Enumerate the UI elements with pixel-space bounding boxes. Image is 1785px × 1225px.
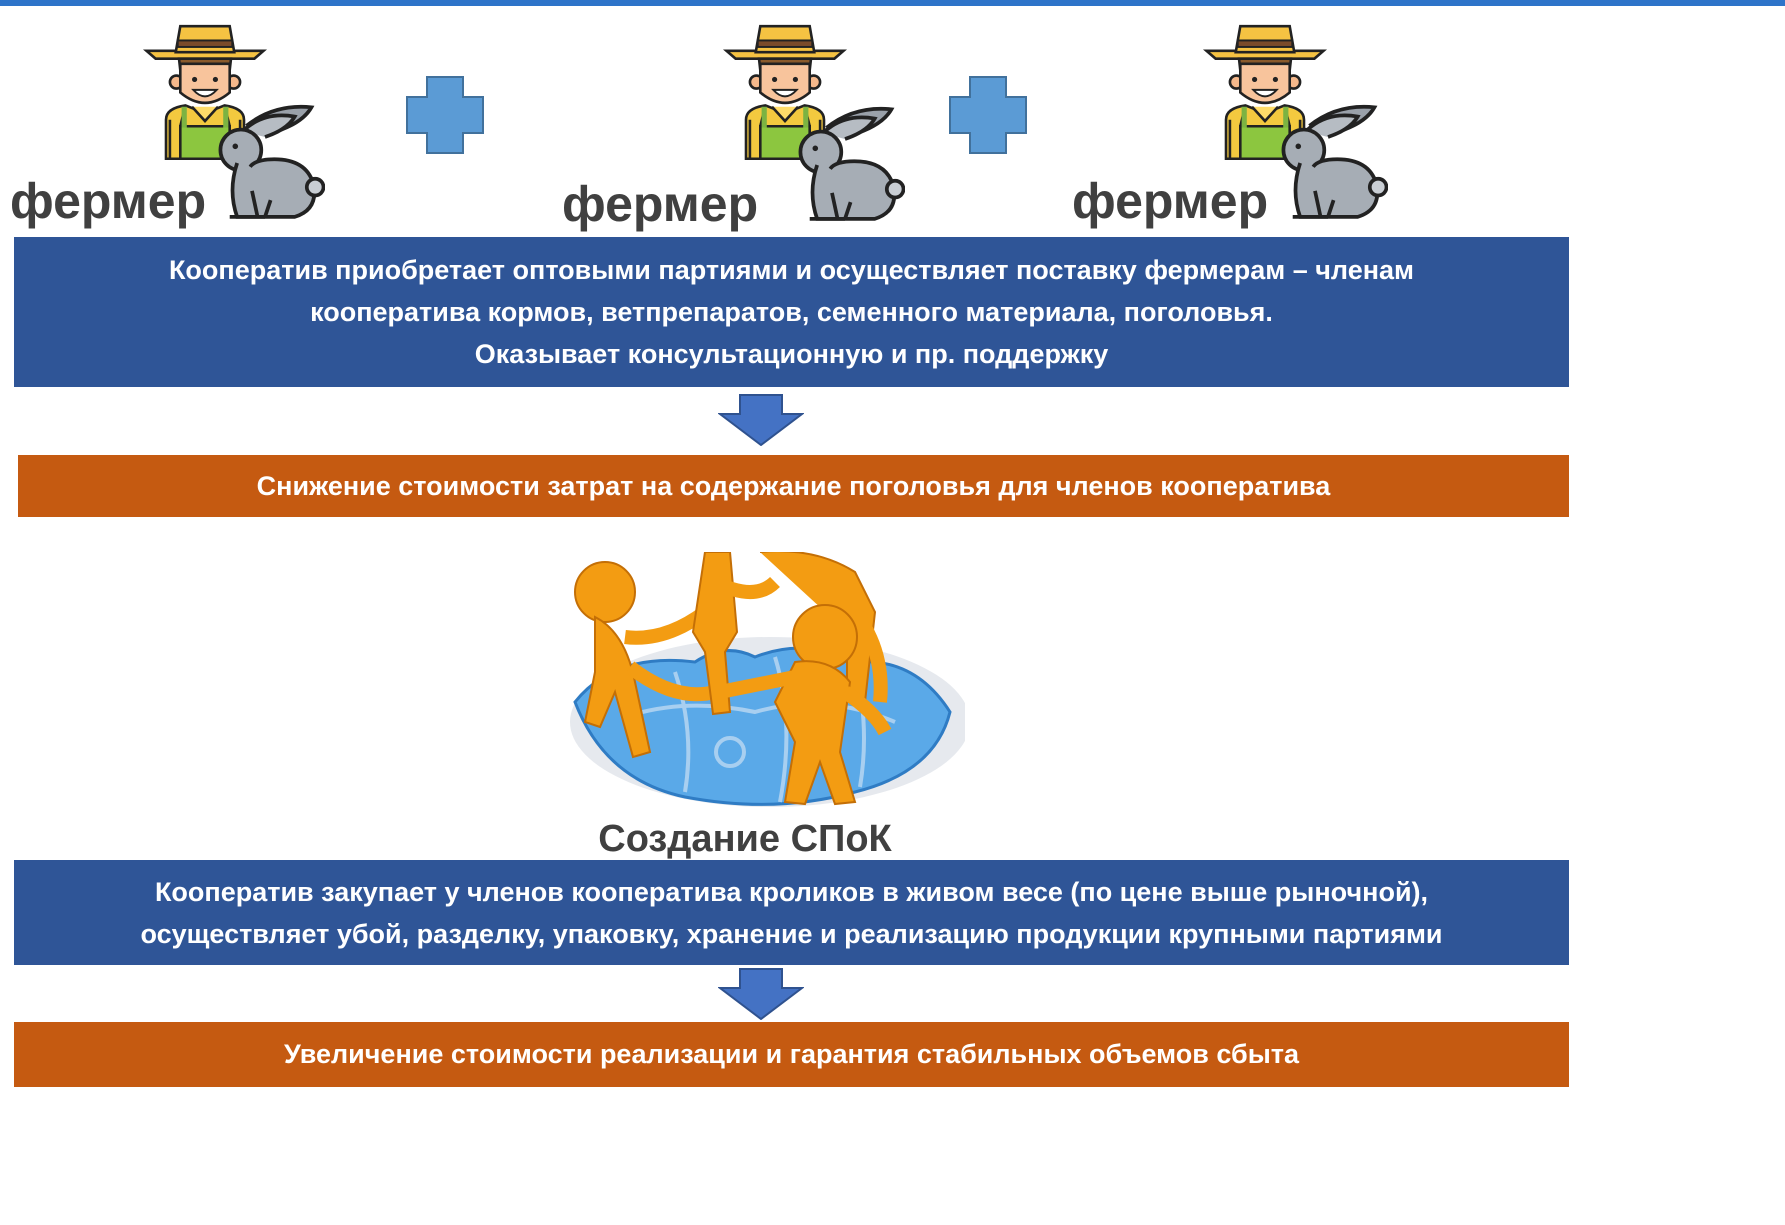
- cost-reduction-box: Снижение стоимости затрат на содержание …: [18, 455, 1569, 517]
- top-accent-line: [0, 0, 1785, 6]
- purchase-line-1: Кооператив закупает у членов кооператива…: [154, 876, 1429, 907]
- cooperative-supply-box: Кооператив приобретает оптовыми партиями…: [14, 237, 1569, 387]
- supply-line-2: кооператива кормов, ветпрепаратов, семен…: [310, 297, 1273, 327]
- sales-increase-box: Увеличение стоимости реализации и гарант…: [14, 1022, 1569, 1087]
- people-on-puzzle-image: [555, 550, 970, 822]
- down-arrow-icon: [717, 394, 805, 451]
- purchase-line-2: осуществляет убой, разделку, упаковку, х…: [140, 918, 1443, 949]
- cost-reduction-text: Снижение стоимости затрат на содержание …: [256, 470, 1331, 501]
- rabbit-icon: [205, 98, 325, 228]
- farmer-label-1: фермер: [10, 173, 207, 229]
- plus-icon: [405, 75, 485, 160]
- farmer-label-2: фермер: [562, 176, 759, 232]
- supply-line-3: Оказывает консультационную и пр. поддерж…: [474, 339, 1109, 369]
- sales-increase-text: Увеличение стоимости реализации и гарант…: [283, 1039, 1300, 1069]
- farmer-label-3: фермер: [1072, 173, 1269, 229]
- spok-caption: Создание СПоК: [598, 818, 892, 860]
- supply-line-1: Кооператив приобретает оптовыми партиями…: [168, 255, 1415, 285]
- rabbit-icon: [785, 100, 905, 230]
- down-arrow-icon: [717, 968, 805, 1025]
- cooperative-purchase-box: Кооператив закупает у членов кооператива…: [14, 860, 1569, 965]
- plus-icon: [948, 75, 1028, 160]
- rabbit-icon: [1268, 98, 1388, 228]
